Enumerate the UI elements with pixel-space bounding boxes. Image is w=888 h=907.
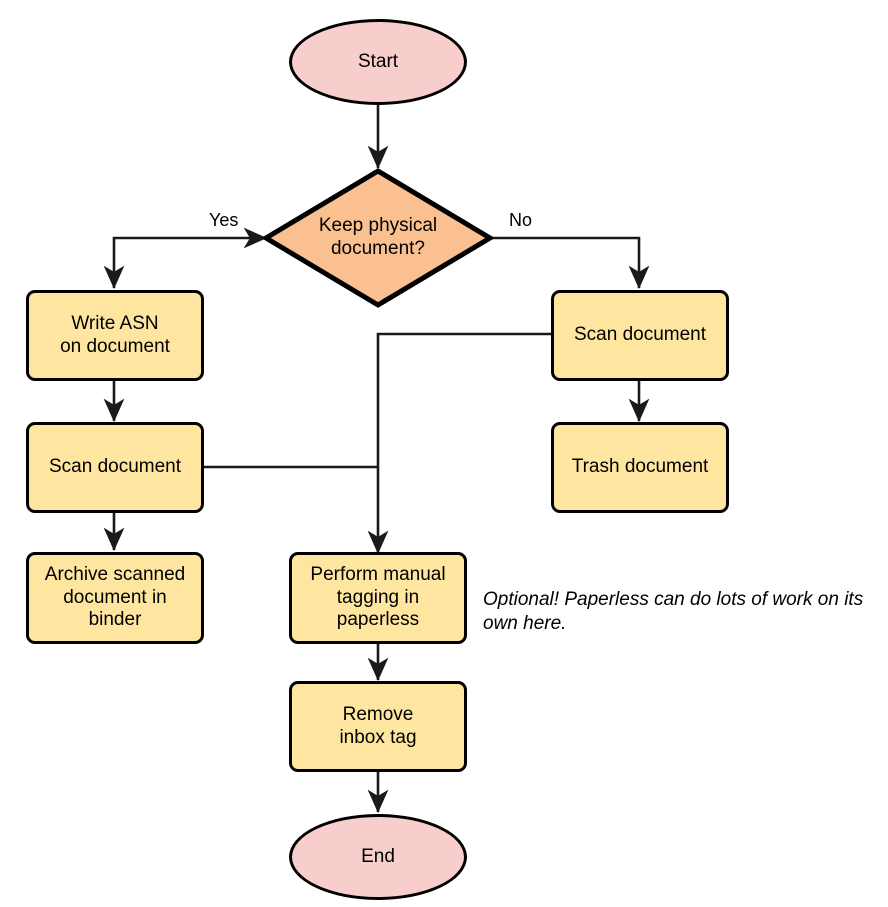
edge-decision-yes [103, 236, 266, 290]
node-decision[interactable]: Keep physical document? [263, 168, 493, 308]
node-manual-tagging[interactable]: Perform manual tagging in paperless [289, 552, 467, 644]
node-manual-tagging-label: Perform manual tagging in paperless [310, 563, 446, 631]
node-start[interactable]: Start [289, 19, 467, 105]
node-write-asn-label: Write ASN on document [60, 312, 170, 357]
node-scan-document-right-label: Scan document [573, 324, 707, 346]
node-decision-label: Keep physical document? [318, 215, 438, 259]
decision-diamond-shape [263, 168, 493, 308]
edge-scanright-to-tagging [367, 332, 551, 555]
edge-label-no: No [509, 210, 533, 230]
node-archive-label: Archive scanned document in binder [44, 563, 186, 631]
node-remove-inbox-tag-label: Remove inbox tag [339, 703, 417, 748]
node-scan-document-right[interactable]: Scan document [551, 290, 729, 381]
node-archive[interactable]: Archive scanned document in binder [26, 552, 204, 644]
node-scan-document-left[interactable]: Scan document [26, 422, 204, 513]
node-end-label: End [361, 845, 395, 867]
node-trash-document-label: Trash document [571, 456, 709, 478]
node-scan-document-left-label: Scan document [48, 456, 182, 478]
node-remove-inbox-tag[interactable]: Remove inbox tag [289, 681, 467, 772]
node-write-asn[interactable]: Write ASN on document [26, 290, 204, 381]
node-start-label: Start [357, 50, 399, 72]
node-trash-document[interactable]: Trash document [551, 422, 729, 513]
optional-note: Optional! Paperless can do lots of work … [483, 589, 864, 635]
edge-label-yes: Yes [209, 210, 239, 230]
node-end[interactable]: End [289, 814, 467, 900]
edge-decision-no [490, 236, 650, 290]
